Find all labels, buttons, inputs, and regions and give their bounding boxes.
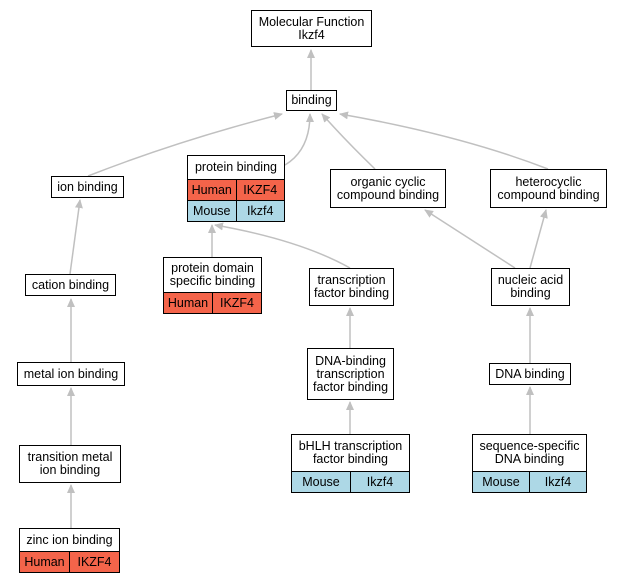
go-term-label: sequence-specific DNA binding [479, 439, 580, 466]
annotation-row-mouse: Mouse Ikzf4 [473, 471, 586, 492]
edge-tf-binding-to-protein-binding [214, 222, 351, 269]
edge-ion-binding-to-binding [87, 112, 283, 177]
go-term-node-ion-binding[interactable]: ion binding [51, 176, 124, 198]
go-term-node-dna-binding[interactable]: DNA binding [489, 363, 571, 385]
go-term-label: organic cyclic compound binding [336, 174, 440, 202]
go-term-label: transcription factor binding [313, 273, 390, 300]
edge-nucleic-acid-to-organic-cyclic [424, 209, 516, 269]
annotation-row-human: Human IKZF4 [20, 551, 119, 572]
gene-cell: IKZF4 [235, 180, 285, 200]
edge-cation-binding-to-ion-binding [69, 199, 83, 275]
species-cell: Human [191, 183, 232, 197]
species-cell: Mouse [302, 475, 340, 489]
edge-organic-cyclic-to-binding [321, 113, 376, 170]
go-term-label: cation binding [31, 277, 110, 292]
go-term-node-organic-cyclic[interactable]: organic cyclic compound binding [330, 169, 446, 208]
gene-cell: Ikzf4 [235, 201, 285, 221]
go-term-node-heterocyclic[interactable]: heterocyclic compound binding [490, 169, 607, 208]
go-term-label: transition metal ion binding [27, 450, 113, 477]
go-term-label: protein binding [194, 160, 277, 174]
go-term-label: nucleic acid binding [497, 273, 564, 300]
species-cell: Mouse [192, 204, 231, 218]
go-term-node-cation-binding[interactable]: cation binding [25, 274, 116, 296]
gene-cell: Ikzf4 [529, 472, 586, 492]
edge-nucleic-acid-to-heterocyclic [529, 209, 548, 269]
go-term-node-dna-binding-tf[interactable]: DNA-binding transcription factor binding [307, 348, 394, 400]
go-term-label: protein domain specific binding [169, 261, 256, 288]
go-term-label: Molecular Function Ikzf4 [258, 14, 365, 42]
go-term-node-metal-ion[interactable]: metal ion binding [17, 362, 125, 386]
go-term-label: DNA binding [495, 366, 565, 381]
go-term-label: zinc ion binding [26, 532, 113, 547]
go-term-label: DNA-binding transcription factor binding [312, 353, 389, 394]
go-term-node-tf-binding[interactable]: transcription factor binding [309, 268, 394, 306]
go-term-label: metal ion binding [23, 366, 119, 381]
go-term-label: ion binding [57, 179, 118, 194]
go-term-node-molecular-function[interactable]: Molecular Function Ikzf4 [251, 10, 372, 47]
go-term-label: binding [291, 93, 332, 107]
gene-cell: Ikzf4 [350, 472, 409, 492]
gene-cell: IKZF4 [212, 293, 261, 313]
go-term-node-nucleic-acid[interactable]: nucleic acid binding [491, 268, 570, 306]
go-term-node-transition-metal[interactable]: transition metal ion binding [19, 445, 121, 483]
annotation-row-mouse: Mouse Ikzf4 [188, 200, 284, 221]
species-cell: Human [167, 296, 209, 310]
species-cell: Mouse [482, 475, 520, 489]
edge-heterocyclic-to-binding [339, 111, 549, 170]
go-term-node-binding[interactable]: binding [286, 90, 337, 111]
edge-protein-binding-to-binding [284, 113, 314, 166]
annotation-row-mouse: Mouse Ikzf4 [292, 471, 409, 492]
go-term-label: heterocyclic compound binding [497, 174, 600, 202]
go-term-label: bHLH transcription factor binding [298, 439, 403, 466]
gene-cell: IKZF4 [69, 552, 119, 572]
species-cell: Human [24, 555, 65, 569]
